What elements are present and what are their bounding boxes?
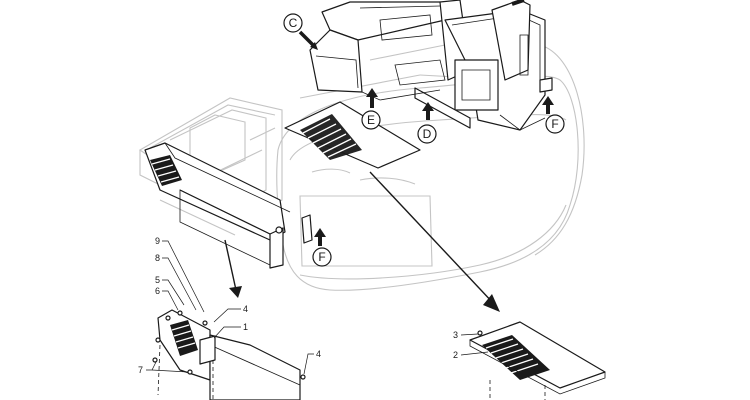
svg-text:F: F — [551, 117, 558, 131]
callout-f-upper: F — [545, 114, 565, 134]
view-direction-arrows — [298, 0, 554, 246]
part-number-9: 9 — [155, 236, 205, 313]
callout-d: D — [417, 124, 437, 144]
part-number-7: 7 — [138, 361, 189, 375]
svg-text:4: 4 — [243, 304, 248, 314]
part-number-8: 8 — [155, 253, 197, 311]
svg-text:4: 4 — [316, 349, 321, 359]
part-number-3: 3 — [453, 330, 479, 340]
svg-text:6: 6 — [155, 286, 160, 296]
top-plate-lower — [469, 321, 606, 400]
callout-c: C — [283, 13, 303, 33]
part-number-4-left: 4 — [213, 304, 248, 323]
svg-text:F: F — [318, 250, 325, 264]
callout-e: E — [361, 110, 381, 130]
svg-text:3: 3 — [453, 330, 458, 340]
svg-text:9: 9 — [155, 236, 160, 246]
cab-console-assembly — [301, 0, 553, 244]
svg-text:1: 1 — [243, 322, 248, 332]
svg-text:5: 5 — [155, 275, 160, 285]
svg-text:8: 8 — [155, 253, 160, 263]
part-number-4-right: 4 — [303, 349, 321, 375]
svg-text:E: E — [367, 113, 375, 127]
part-number-5: 5 — [155, 275, 185, 306]
part-number-2: 2 — [453, 350, 489, 360]
svg-text:C: C — [289, 16, 298, 30]
svg-text:7: 7 — [138, 365, 143, 375]
explode-lines — [224, 171, 500, 312]
part-number-1: 1 — [213, 322, 248, 339]
side-panel-upper — [144, 142, 291, 269]
upper-plate-with-grille — [284, 101, 421, 169]
part-number-6: 6 — [155, 286, 179, 311]
svg-text:2: 2 — [453, 350, 458, 360]
callout-f-lower: F — [312, 247, 332, 267]
side-step-assembly-lower — [152, 309, 306, 400]
svg-text:D: D — [423, 127, 432, 141]
